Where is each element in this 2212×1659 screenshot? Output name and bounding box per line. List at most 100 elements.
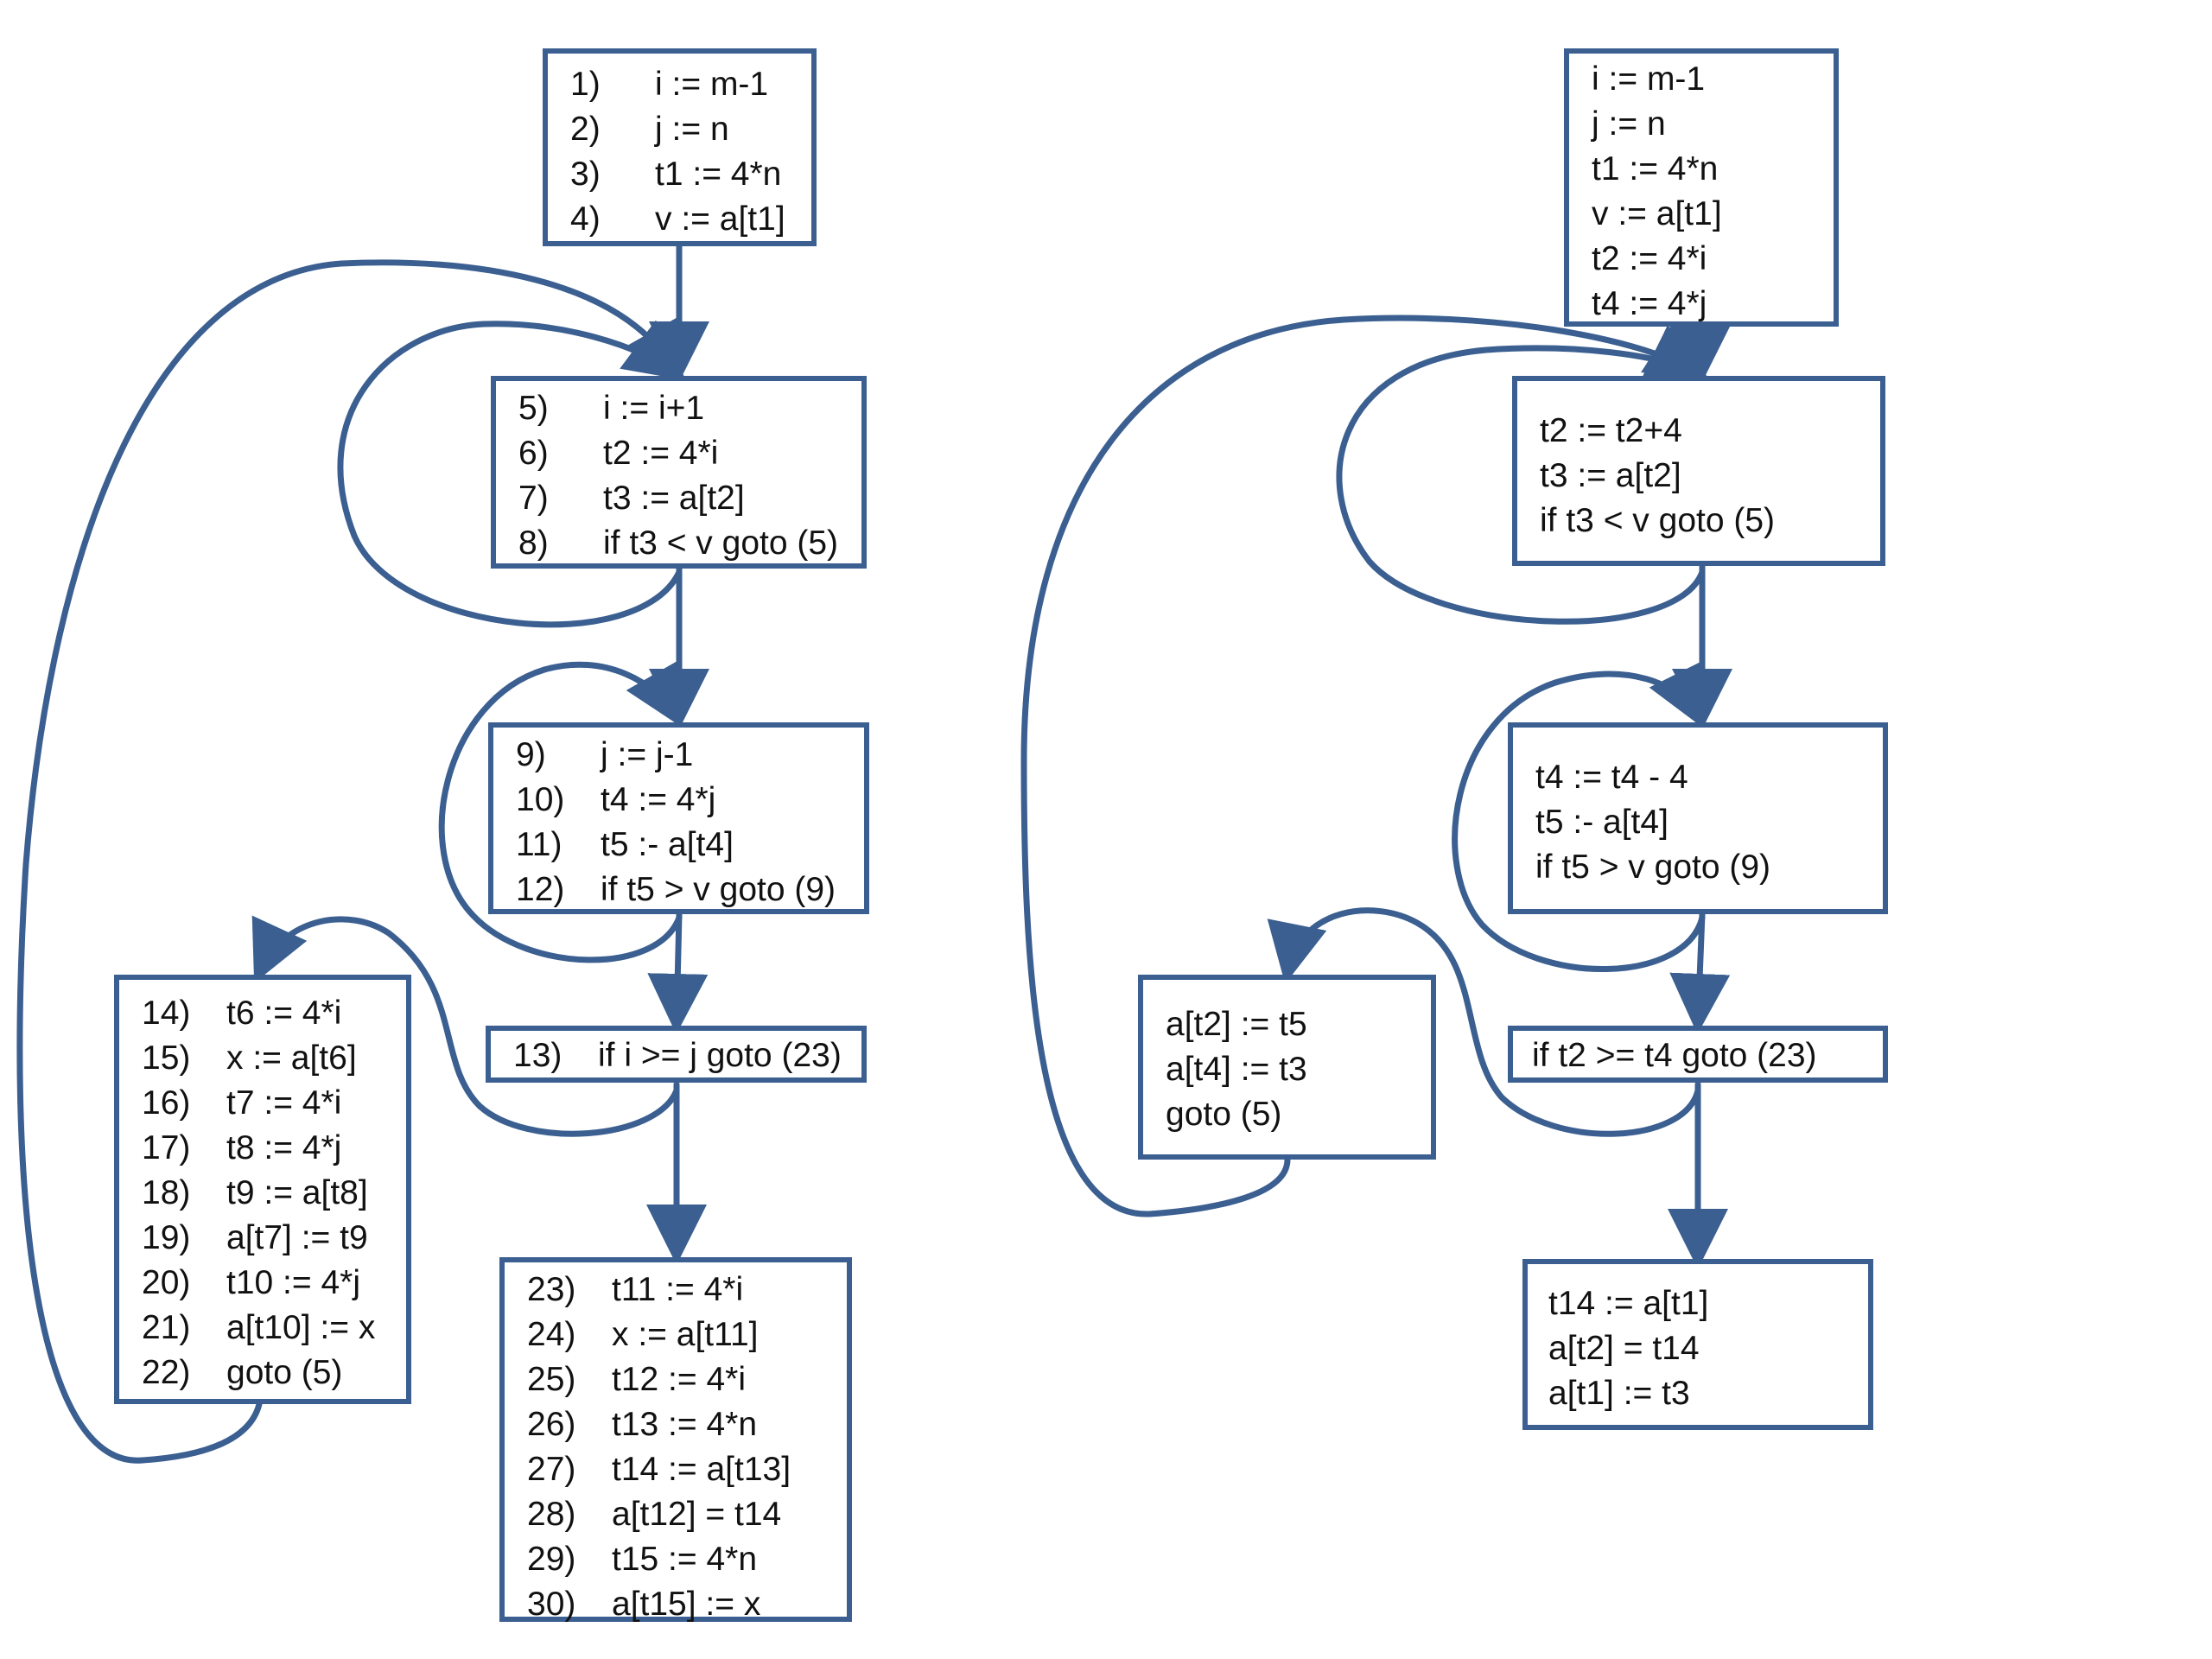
code-line: 11)t5 :- a[t4] <box>516 823 866 868</box>
line-number: 13) <box>513 1037 563 1074</box>
line-number: 5) <box>518 390 549 427</box>
line-code: goto (5) <box>1166 1096 1282 1133</box>
code-line: t2 := t2+4 <box>1540 409 1885 454</box>
line-number: 30) <box>527 1586 576 1623</box>
code-line: a[t2] = t14 <box>1548 1326 1868 1371</box>
code-line: if t3 < v goto (5) <box>1540 499 1885 543</box>
line-number: 1) <box>570 66 601 103</box>
line-code: t13 := 4*n <box>612 1406 758 1443</box>
code-line: 13)if i >= j goto (23) <box>513 1033 863 1078</box>
left-block-b3: 9)j := j-1 10)t4 := 4*j 11)t5 :- a[t4] 1… <box>488 722 869 914</box>
edge-right-b3-loop <box>1452 660 1706 973</box>
code-line: t5 :- a[t4] <box>1535 800 1885 845</box>
right-block-b2: t2 := t2+4 t3 := a[t2] if t3 < v goto (5… <box>1512 376 1885 566</box>
line-number: 18) <box>142 1174 191 1211</box>
code-line: 20)t10 := 4*j <box>142 1261 410 1306</box>
right-b5-lines: a[t2] := t5 a[t4] := t3 goto (5) <box>1166 1002 1433 1137</box>
code-line: v := a[t1] <box>1592 192 1834 237</box>
line-number: 2) <box>570 111 601 148</box>
code-line: 28) a[t12] = t14 <box>527 1492 851 1537</box>
line-code: t2 := 4*i <box>1592 240 1707 277</box>
code-line: 6)t2 := 4*i <box>518 431 864 476</box>
code-line: 14) t6 := 4*i <box>142 991 410 1036</box>
code-line: 26)t13 := 4*n <box>527 1402 851 1447</box>
left-block-b1: 1)i := m-1 2)j := n 3)t1 := 4*n 4)v := a… <box>543 48 817 246</box>
code-line: 3) t1 := 4*n <box>570 152 804 197</box>
right-b1-lines: i := m-1 j := n t1 := 4*n v := a[t1] t2 … <box>1592 57 1834 327</box>
code-line: i := m-1 <box>1592 57 1834 102</box>
line-code: x := a[t11] <box>612 1316 759 1353</box>
right-block-b3: t4 := t4 - 4 t5 :- a[t4] if t5 > v goto … <box>1508 722 1888 914</box>
edge-left-b5-to-b2 <box>16 259 683 1464</box>
code-line: a[t2] := t5 <box>1166 1002 1433 1047</box>
line-code: t1 := 4*n <box>655 156 782 193</box>
line-number: 17) <box>142 1129 191 1166</box>
code-line: t4 := t4 - 4 <box>1535 755 1885 800</box>
line-number: 20) <box>142 1264 191 1301</box>
right-b4-lines: if t2 >= t4 goto (23) <box>1532 1033 1882 1078</box>
code-line: 12) if t5 > v goto (9) <box>516 868 866 912</box>
line-number: 4) <box>570 200 601 238</box>
code-line: 17)t8 := 4*j <box>142 1126 410 1171</box>
left-b5-lines: 14)t6 := 4*i 15)x := a[t6] 16)t7 := 4*i … <box>142 991 410 1395</box>
line-number: 12) <box>516 871 565 908</box>
edge-right-b5-to-b2 <box>1020 315 1708 1217</box>
line-number: 27) <box>527 1451 576 1488</box>
line-number: 16) <box>142 1084 191 1122</box>
code-line: 19)a[t7] := t9 <box>142 1216 410 1261</box>
line-code: t5 :- a[t4] <box>601 826 734 863</box>
left-block-b6: 23)t11 := 4*i 24) x := a[t11] 25)t12 := 4… <box>499 1257 852 1623</box>
line-code: t6 := 4*i <box>226 995 342 1032</box>
left-b1-lines: 1)i := m-1 2)j := n 3)t1 := 4*n 4)v := a… <box>570 62 804 242</box>
line-number: 22) <box>142 1354 191 1391</box>
line-number: 3) <box>570 156 601 193</box>
code-line: 10) t4 := 4*j <box>516 778 866 823</box>
line-number: 24) <box>527 1316 576 1353</box>
line-code: t4 := 4*j <box>601 781 716 818</box>
code-line: 15)x := a[t6] <box>142 1036 410 1081</box>
code-line: if t2 >= t4 goto (23) <box>1532 1033 1882 1078</box>
line-code: if t2 >= t4 goto (23) <box>1532 1037 1817 1074</box>
line-code: a[t15] := x <box>612 1586 761 1623</box>
line-code: v := a[t1] <box>655 200 785 238</box>
code-line: 29)t15 := 4*n <box>527 1537 851 1582</box>
line-number: 6) <box>518 435 549 472</box>
line-number: 28) <box>527 1496 576 1533</box>
code-line: 22)goto (5) <box>142 1351 410 1395</box>
code-line: if t5 > v goto (9) <box>1535 845 1885 890</box>
line-number: 10) <box>516 781 565 818</box>
line-number: 15) <box>142 1039 191 1077</box>
code-line: a[t4] := t3 <box>1166 1047 1433 1092</box>
line-code: t4 := t4 - 4 <box>1535 759 1688 796</box>
line-number: 9) <box>516 736 546 773</box>
line-code: if t3 < v goto (5) <box>603 524 839 562</box>
right-block-b4: if t2 >= t4 goto (23) <box>1508 1026 1888 1083</box>
line-code: t11 := 4*i <box>612 1271 744 1308</box>
line-code: a[t2] := t5 <box>1166 1006 1307 1043</box>
left-block-b5: 14)t6 := 4*i 15)x := a[t6] 16)t7 := 4*i … <box>114 975 411 1404</box>
code-line: 21)a[t10] := x <box>142 1306 410 1351</box>
line-code: v := a[t1] <box>1592 195 1722 232</box>
line-code: if t5 > v goto (9) <box>1535 849 1771 886</box>
right-b2-lines: t2 := t2+4 t3 := a[t2] if t3 < v goto (5… <box>1540 409 1885 543</box>
line-code: if t5 > v goto (9) <box>601 871 836 908</box>
line-number: 14) <box>142 995 191 1032</box>
code-line: 4) v := a[t1] <box>570 197 804 242</box>
edge-right-b3-b4 <box>1669 911 1731 1034</box>
line-code: t15 := 4*n <box>612 1541 758 1578</box>
edge-right-b4-to-b5 <box>1267 907 1701 1137</box>
line-number: 19) <box>142 1219 191 1256</box>
code-line: 24) x := a[t11] <box>527 1313 851 1357</box>
line-code: t1 := 4*n <box>1592 150 1719 188</box>
left-block-b4: 13)if i >= j goto (23) <box>486 1026 867 1083</box>
line-code: a[t12] = t14 <box>612 1496 782 1533</box>
line-number: 21) <box>142 1309 191 1346</box>
line-code: a[t1] := t3 <box>1548 1375 1690 1412</box>
code-line: j := n <box>1592 102 1834 147</box>
line-code: t5 :- a[t4] <box>1535 804 1669 841</box>
line-number: 25) <box>527 1361 576 1398</box>
edge-left-b2-loop <box>337 320 687 628</box>
code-line: 23)t11 := 4*i <box>527 1268 851 1313</box>
code-line: 25)t12 := 4*i <box>527 1357 851 1402</box>
